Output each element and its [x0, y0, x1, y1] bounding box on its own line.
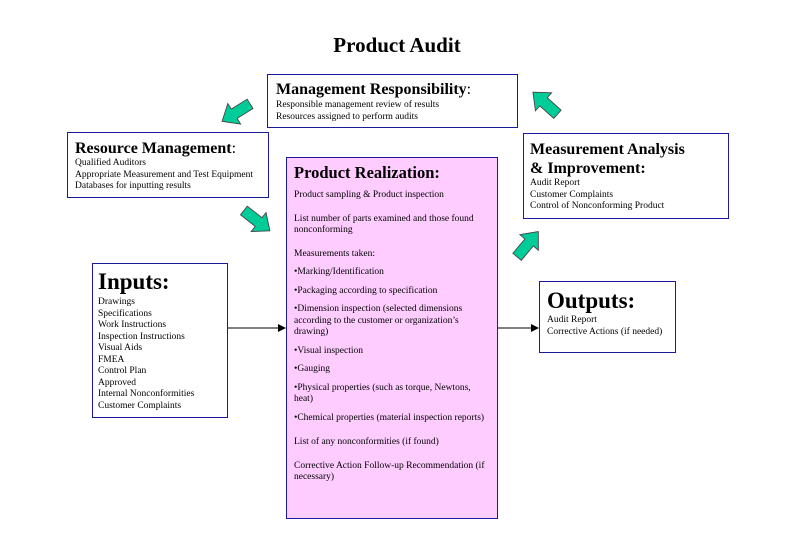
input-item: Inspection Instructions [98, 331, 185, 342]
resource-item: Qualified Auditors [75, 158, 146, 168]
realization-item: List of any nonconformities (if found) [294, 437, 439, 447]
inputs-heading: Inputs: [98, 269, 170, 294]
realization-item: •Physical properties (such as torque, Ne… [294, 382, 471, 405]
diagram-title: Product Audit [333, 33, 461, 57]
cycle-arrow-realization-to-measurement [507, 223, 549, 266]
management-item: Resources assigned to perform audits [276, 111, 418, 122]
realization-item: •Packaging according to specification [294, 285, 438, 296]
cycle-arrow-resource-to-realization [235, 200, 278, 241]
inputs-list: Drawings Specifications Work Instruction… [98, 297, 227, 412]
measurement-analysis-box: Measurement Analysis & Improvement: Audi… [523, 133, 729, 219]
output-item: Audit Report [547, 315, 597, 325]
measurement-heading-line2: & Improvement: [530, 160, 646, 177]
cycle-arrow-measurement-to-management [524, 82, 567, 124]
resource-heading: Resource Management: [75, 140, 237, 157]
cycle-arrow-management-to-resource [215, 93, 258, 133]
realization-item: •Gauging [294, 364, 331, 374]
management-heading: Management Responsibility: [276, 81, 472, 98]
input-item: Customer Complaints [98, 400, 182, 411]
inputs-box: Inputs: Drawings Specifications Work Ins… [92, 263, 228, 418]
realization-item: •Dimension inspection (selected dimensio… [294, 304, 463, 337]
realization-item: •Chemical properties (material inspectio… [294, 412, 485, 423]
realization-item: Corrective Action Follow-up Recommendati… [294, 460, 485, 483]
product-realization-box: Product Realization: Product sampling & … [286, 157, 498, 519]
input-item: Drawings [98, 297, 135, 307]
input-item: Control Plan [98, 366, 147, 376]
resource-item: Databases for inputting results [75, 181, 191, 191]
measurement-item: Audit Report [530, 178, 580, 188]
outputs-box: Outputs: Audit Report Corrective Actions… [539, 281, 676, 353]
input-item: Visual Aids [98, 343, 143, 353]
output-item: Corrective Actions (if needed) [547, 326, 663, 337]
input-item: Approved [98, 377, 136, 388]
management-item: Responsible management review of results [276, 100, 440, 110]
resource-item: Appropriate Measurement and Test Equipme… [75, 169, 254, 180]
input-item: Internal Nonconformities [98, 389, 195, 399]
realization-item: Measurements taken: [294, 248, 375, 259]
input-item: Work Instructions [98, 320, 167, 330]
realization-item: Product sampling & Product inspection [294, 190, 444, 200]
realization-item: List number of parts examined and those … [294, 213, 474, 236]
realization-item: •Marking/Identification [294, 267, 384, 277]
resource-management-box: Resource Management: Qualified Auditors … [67, 132, 269, 198]
measurement-heading-line1: Measurement Analysis [530, 141, 685, 158]
measurement-item: Control of Nonconforming Product [530, 201, 665, 211]
outputs-heading: Outputs: [547, 288, 636, 313]
realization-item: •Visual inspection [294, 345, 363, 356]
measurement-item: Customer Complaints [530, 189, 614, 200]
input-item: FMEA [98, 354, 125, 365]
management-responsibility-box: Management Responsibility: Responsible m… [267, 74, 518, 128]
realization-heading: Product Realization: [294, 163, 440, 182]
input-item: Specifications [98, 308, 152, 319]
